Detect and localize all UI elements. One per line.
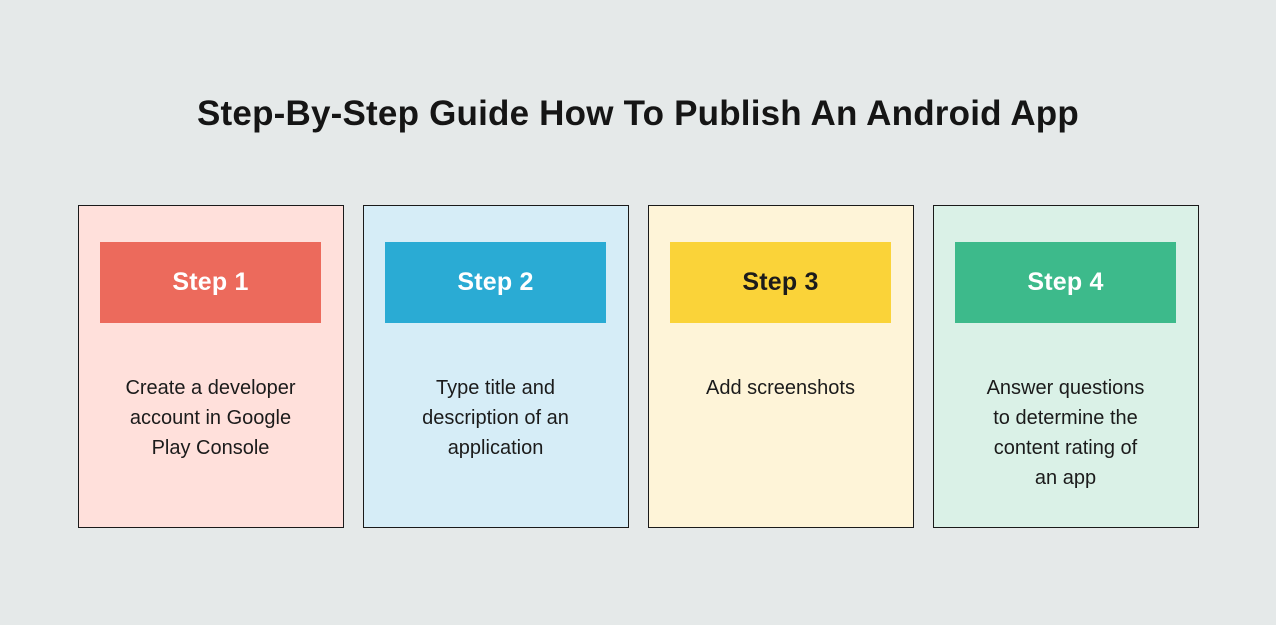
step-header: Step 2 [385,242,606,323]
step-description: Answer questions to determine the conten… [986,377,1145,489]
step-header: Step 3 [670,242,891,323]
step-label: Step 2 [457,268,534,296]
step-card-1: Step 1 Create a developer account in Goo… [77,205,344,528]
step-header: Step 4 [955,242,1176,323]
step-label: Step 1 [172,268,249,296]
step-card-4: Step 4 Answer questions to determine the… [932,205,1199,528]
step-card-3: Step 3 Add screenshots [647,205,914,528]
steps-row: Step 1 Create a developer account in Goo… [0,205,1276,528]
step-description: Add screenshots [706,377,855,399]
step-label: Step 4 [1027,268,1104,296]
step-header: Step 1 [100,242,321,323]
step-label: Step 3 [742,268,819,296]
step-card-2: Step 2 Type title and description of an … [362,205,629,528]
page-title: Step-By-Step Guide How To Publish An And… [197,94,1079,133]
step-description: Type title and description of an applica… [422,377,569,459]
step-description: Create a developer account in Google Pla… [125,377,296,459]
